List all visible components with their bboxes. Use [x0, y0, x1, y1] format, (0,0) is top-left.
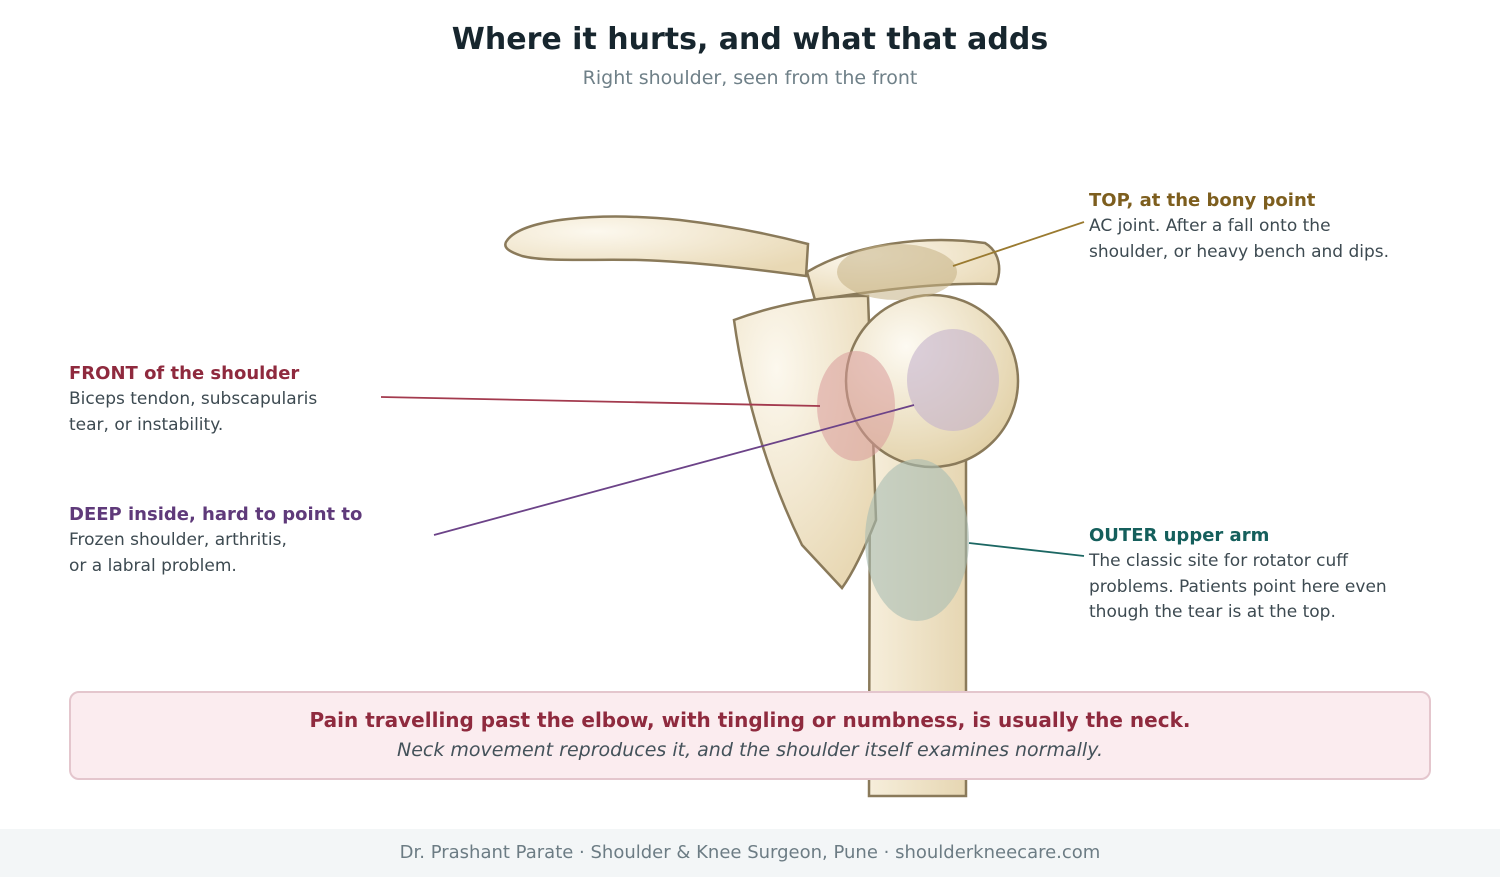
neck-warning-sub: Neck movement reproduces it, and the sho… [396, 739, 1103, 761]
callout-outer: OUTER upper arm The classic site for rot… [1089, 523, 1469, 626]
callout-outer-text: The classic site for rotator cuff proble… [1089, 551, 1387, 622]
leader-line-front [380, 396, 821, 407]
callout-front-heading: FRONT of the shoulder [69, 363, 300, 384]
page-subtitle: Right shoulder, seen from the front [582, 67, 918, 89]
leader-line-outer [968, 542, 1085, 557]
zone-front-shoulder [817, 351, 895, 461]
callout-deep: DEEP inside, hard to point to Frozen sho… [69, 502, 409, 579]
zone-deep-joint [907, 329, 999, 431]
zone-outer-upper-arm [865, 459, 969, 621]
callout-front-text: Biceps tendon, subscapularis tear, or in… [69, 389, 318, 435]
callout-top-heading: TOP, at the bony point [1089, 190, 1316, 211]
leader-line-deep [433, 404, 915, 536]
callout-deep-heading: DEEP inside, hard to point to [69, 504, 363, 525]
footer: Dr. Prashant Parate · Shoulder & Knee Su… [0, 829, 1500, 877]
neck-warning-box: Pain travelling past the elbow, with tin… [69, 691, 1431, 780]
page-title: Where it hurts, and what that adds [451, 22, 1049, 57]
callout-front: FRONT of the shoulder Biceps tendon, sub… [69, 361, 389, 438]
zone-top-ac-joint [837, 244, 957, 300]
callout-top-text: AC joint. After a fall onto the shoulder… [1089, 216, 1390, 262]
callout-top: TOP, at the bony point AC joint. After a… [1089, 188, 1469, 265]
callout-outer-heading: OUTER upper arm [1089, 525, 1270, 546]
callout-deep-text: Frozen shoulder, arthritis, or a labral … [69, 530, 287, 576]
leader-line-top [952, 221, 1085, 267]
neck-warning-main: Pain travelling past the elbow, with tin… [309, 708, 1191, 732]
clavicle [504, 215, 810, 278]
